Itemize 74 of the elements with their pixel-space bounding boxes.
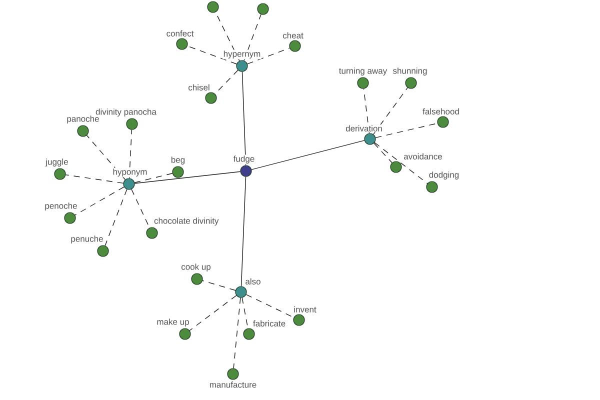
node-label: cheat [282, 31, 304, 40]
graph-node [97, 245, 109, 257]
graph-node [179, 328, 191, 340]
connector [86, 135, 126, 180]
node-label: chisel [187, 83, 211, 92]
graph-node [54, 168, 66, 180]
graph-node [77, 125, 89, 137]
connector [363, 88, 370, 134]
node-label: falsehood [422, 107, 460, 116]
node-label: hypernym [222, 50, 262, 60]
graph-node [257, 3, 269, 15]
graph-node [176, 38, 188, 50]
node-label: divinity panocha [94, 108, 158, 118]
graph-node [235, 286, 247, 298]
graph-node [123, 178, 135, 190]
graph-node [243, 328, 255, 340]
node-label: penoche [44, 202, 78, 212]
node-label: derivation [344, 124, 384, 132]
graph-node [126, 118, 138, 130]
connector [242, 71, 246, 166]
connector [233, 297, 241, 369]
connector [244, 14, 262, 61]
graph-node [390, 161, 402, 173]
graph-node [191, 273, 203, 285]
graph-node [240, 165, 252, 177]
connector [251, 140, 365, 170]
graph-node [64, 212, 76, 224]
node-label: dodging [428, 170, 460, 180]
connector [189, 295, 237, 331]
connector [134, 171, 241, 184]
node-label: confect [166, 29, 194, 38]
graph-node [227, 368, 239, 380]
graph-node [236, 60, 248, 72]
node-label: also [244, 277, 262, 286]
connector [128, 129, 132, 179]
connector [247, 48, 290, 64]
node-label: chocolate divinity [153, 216, 220, 226]
connector [374, 142, 428, 184]
node-label: juggle [44, 158, 70, 168]
connector [134, 173, 173, 183]
connector [246, 294, 294, 318]
graph-node [205, 92, 217, 104]
graph-node [357, 77, 369, 89]
node-label: invent [292, 305, 318, 314]
node-label: make up [156, 318, 190, 328]
node-label: cook up [180, 262, 212, 272]
node-label: fudge [232, 154, 256, 164]
node-label: shunning [392, 66, 428, 76]
connector [104, 189, 128, 246]
connector [373, 87, 408, 135]
connector [375, 122, 438, 138]
graph-node [426, 181, 438, 193]
graph-node [172, 166, 184, 178]
node-label: beg [170, 156, 186, 166]
connector [202, 280, 236, 291]
graph-node [405, 77, 417, 89]
node-label: turning away [338, 66, 388, 76]
node-label: hyponym [112, 168, 148, 178]
node-label: avoidance [402, 152, 444, 160]
node-label: manufacture [208, 380, 258, 389]
connector [187, 46, 237, 64]
node-label: fabricate [252, 319, 286, 328]
graph-node [437, 116, 449, 128]
connector [65, 174, 124, 184]
graph-node [293, 314, 305, 326]
graph-node [146, 227, 158, 239]
graph-node [364, 133, 376, 145]
connector [374, 142, 392, 164]
graph-node [289, 40, 301, 52]
node-label: penuche [70, 234, 104, 244]
graph-node [207, 1, 219, 13]
node-label: panoche [66, 114, 100, 124]
connector [240, 176, 246, 287]
connector [74, 186, 124, 216]
